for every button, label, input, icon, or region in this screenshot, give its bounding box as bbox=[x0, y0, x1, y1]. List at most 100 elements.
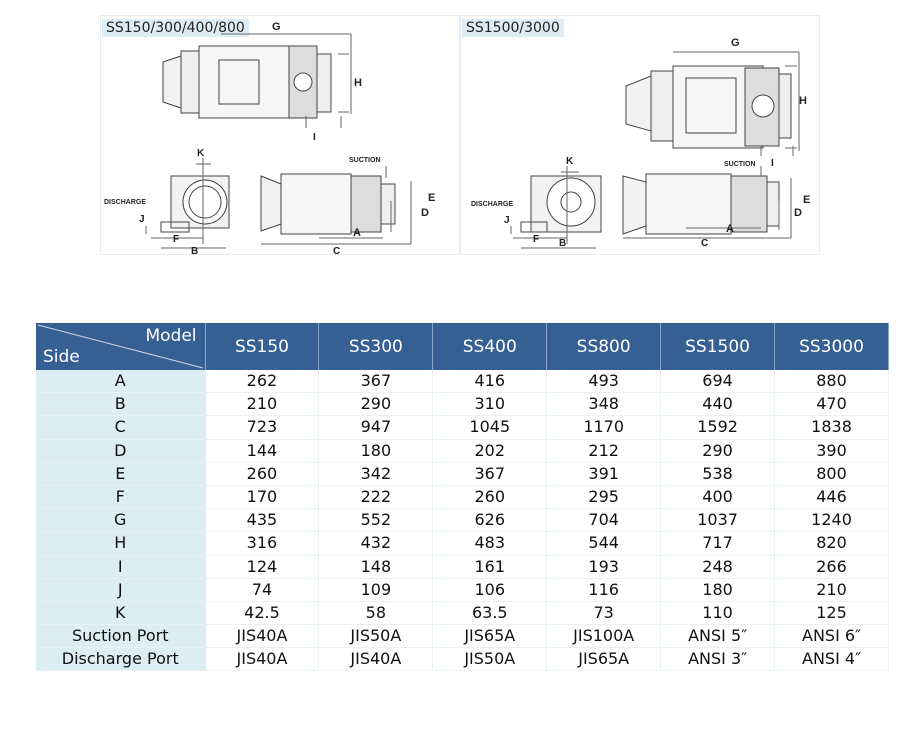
model-header: SS150 bbox=[205, 323, 320, 370]
value-cell: 106 bbox=[432, 578, 548, 602]
value-cell: 694 bbox=[660, 370, 776, 394]
value-cell: 435 bbox=[205, 508, 320, 533]
svg-text:D: D bbox=[794, 207, 802, 219]
value-cell: 144 bbox=[205, 439, 320, 463]
pump-dimension-drawing: G H I K DISCHARGE J F B SUCTION A C D E bbox=[104, 21, 435, 254]
svg-text:H: H bbox=[799, 95, 807, 107]
svg-text:F: F bbox=[173, 234, 179, 245]
svg-text:C: C bbox=[701, 238, 708, 249]
value-cell: 820 bbox=[774, 531, 889, 556]
value-cell: 1592 bbox=[660, 415, 776, 440]
drawing-caption: SS1500/3000 bbox=[462, 19, 564, 37]
table-header-row: Model Side SS150 SS300 SS400 SS800 SS150… bbox=[36, 323, 889, 370]
svg-text:SUCTION: SUCTION bbox=[724, 161, 756, 168]
value-cell: ANSI 6″ bbox=[774, 624, 889, 649]
svg-text:E: E bbox=[803, 194, 810, 206]
svg-text:E: E bbox=[428, 192, 435, 204]
svg-text:B: B bbox=[191, 246, 198, 254]
value-cell: 342 bbox=[318, 462, 434, 486]
drawing-panel-large-models: SS1500/3000 G H I K DISCHARGE J F B SUCT… bbox=[460, 15, 820, 255]
svg-text:C: C bbox=[333, 246, 340, 254]
value-cell: 416 bbox=[432, 370, 548, 394]
side-cell: A bbox=[36, 370, 206, 394]
value-cell: JIS50A bbox=[432, 647, 548, 672]
value-cell: 626 bbox=[432, 508, 548, 533]
value-cell: 202 bbox=[432, 439, 548, 463]
value-cell: 210 bbox=[774, 578, 889, 602]
drawing-caption: SS150/300/400/800 bbox=[102, 19, 249, 37]
side-cell: H bbox=[36, 531, 206, 556]
value-cell: 390 bbox=[774, 439, 889, 463]
value-cell: 1170 bbox=[546, 415, 662, 440]
model-header: SS300 bbox=[318, 323, 434, 370]
value-cell: 544 bbox=[546, 531, 662, 556]
value-cell: 310 bbox=[432, 392, 548, 417]
value-cell: 470 bbox=[774, 392, 889, 417]
value-cell: JIS50A bbox=[318, 624, 434, 649]
model-header: SS400 bbox=[432, 323, 548, 370]
side-cell: E bbox=[36, 462, 206, 486]
side-cell: Discharge Port bbox=[36, 647, 206, 672]
value-cell: 116 bbox=[546, 578, 662, 602]
value-cell: 800 bbox=[774, 462, 889, 486]
svg-text:A: A bbox=[353, 227, 361, 239]
value-cell: 58 bbox=[318, 601, 434, 626]
value-cell: 552 bbox=[318, 508, 434, 533]
side-cell: D bbox=[36, 439, 206, 463]
model-header: SS3000 bbox=[774, 323, 889, 370]
pump-dimension-drawing: G H I K DISCHARGE J F B SUCTION A C D E bbox=[471, 37, 810, 249]
side-cell: J bbox=[36, 578, 206, 602]
value-cell: 483 bbox=[432, 531, 548, 556]
side-cell: B bbox=[36, 392, 206, 417]
value-cell: JIS40A bbox=[318, 647, 434, 672]
value-cell: JIS100A bbox=[546, 624, 662, 649]
value-cell: JIS40A bbox=[205, 647, 320, 672]
value-cell: 148 bbox=[318, 555, 434, 579]
svg-text:K: K bbox=[566, 156, 574, 167]
svg-text:G: G bbox=[731, 37, 740, 49]
value-cell: 290 bbox=[660, 439, 776, 463]
svg-text:H: H bbox=[354, 77, 362, 89]
value-cell: 348 bbox=[546, 392, 662, 417]
value-cell: 266 bbox=[774, 555, 889, 579]
value-cell: JIS65A bbox=[432, 624, 548, 649]
value-cell: 538 bbox=[660, 462, 776, 486]
value-cell: 1037 bbox=[660, 508, 776, 533]
side-cell: K bbox=[36, 601, 206, 626]
value-cell: 125 bbox=[774, 601, 889, 626]
value-cell: 295 bbox=[546, 485, 662, 510]
side-cell: F bbox=[36, 485, 206, 510]
side-label: Side bbox=[43, 347, 80, 367]
value-cell: 400 bbox=[660, 485, 776, 510]
value-cell: 391 bbox=[546, 462, 662, 486]
diagonal-divider bbox=[37, 324, 204, 369]
svg-text:K: K bbox=[197, 148, 205, 159]
value-cell: 193 bbox=[546, 555, 662, 579]
svg-text:A: A bbox=[726, 223, 734, 235]
value-cell: 1240 bbox=[774, 508, 889, 533]
value-cell: 210 bbox=[205, 392, 320, 417]
value-cell: 170 bbox=[205, 485, 320, 510]
value-cell: 180 bbox=[318, 439, 434, 463]
value-cell: 717 bbox=[660, 531, 776, 556]
value-cell: 161 bbox=[432, 555, 548, 579]
value-cell: 110 bbox=[660, 601, 776, 626]
value-cell: 723 bbox=[205, 415, 320, 440]
value-cell: 260 bbox=[205, 462, 320, 486]
value-cell: 704 bbox=[546, 508, 662, 533]
value-cell: 109 bbox=[318, 578, 434, 602]
value-cell: 180 bbox=[660, 578, 776, 602]
value-cell: ANSI 4″ bbox=[774, 647, 889, 672]
side-cell: C bbox=[36, 415, 206, 440]
value-cell: 440 bbox=[660, 392, 776, 417]
side-cell: G bbox=[36, 508, 206, 533]
svg-text:D: D bbox=[421, 207, 429, 219]
value-cell: 124 bbox=[205, 555, 320, 579]
